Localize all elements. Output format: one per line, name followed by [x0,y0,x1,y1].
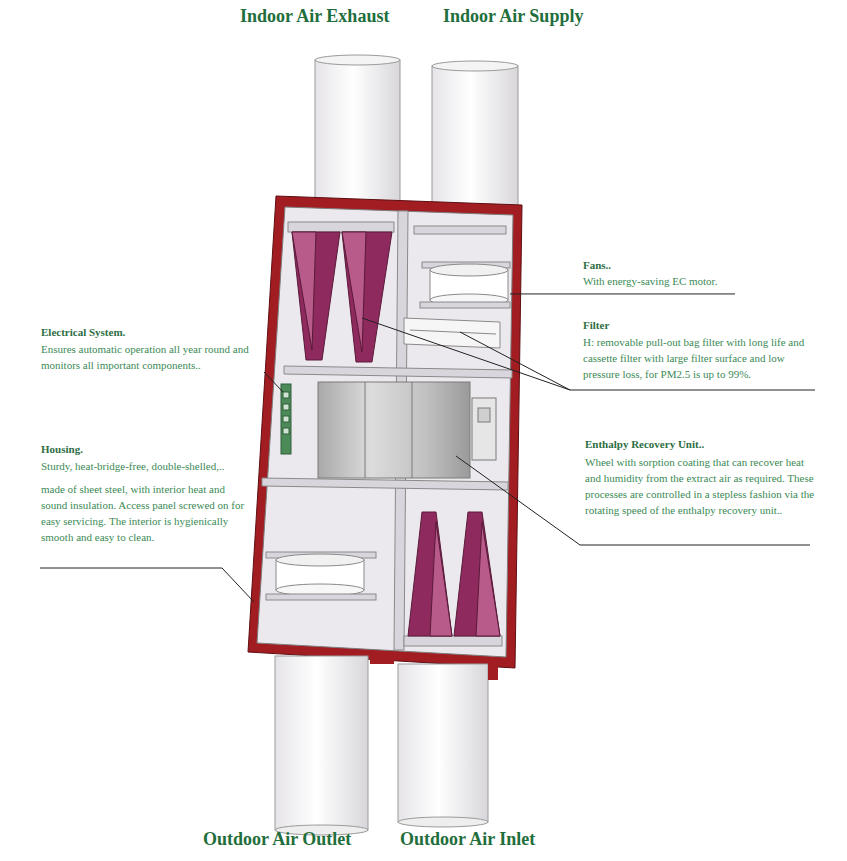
callout-heading: Electrical System. [41,325,261,340]
port-label: Indoor Air Exhaust [240,6,389,27]
callout-heading: Filter [583,318,819,333]
leader-line [264,372,283,392]
port-label: Outdoor Air Outlet [203,829,351,850]
chamber-divider [262,211,512,650]
callout-text: With energy-saving EC motor. [583,274,823,290]
port-label: Outdoor Air Inlet [400,829,535,850]
callout-heading: Enthalpy Recovery Unit.. [585,437,815,452]
housing-interior [257,207,513,657]
callout-text: Ensures automatic operation all year rou… [41,342,261,374]
leader-line [460,332,570,390]
fan [414,226,510,308]
electrical-board [281,384,291,454]
callout-underline [580,545,810,546]
callout-underline [40,568,222,569]
bag-filter [288,222,394,362]
callout-text: made of sheet steel, with interior heat … [41,482,246,546]
enthalpy-wheel [318,382,496,478]
fan [266,552,376,600]
mounting-bracket [370,654,498,680]
leader-line [456,456,580,545]
housing-frame [248,196,522,668]
callout-heading: Housing. [41,442,246,457]
cassette-filter [404,318,500,348]
leader-line [222,568,254,602]
port-label: Indoor Air Supply [443,6,583,27]
callout-underline [570,390,815,391]
callout-heading: Fans.. [583,258,823,273]
callout-underline [510,293,735,294]
duct [275,656,488,835]
duct [315,55,518,212]
callout-text: H: removable pull-out bag filter with lo… [583,335,819,383]
bag-filter [404,512,502,646]
leader-line [362,318,570,390]
callout-text: Wheel with sorption coating that can rec… [585,455,815,519]
callout-text: Sturdy, heat-bridge-free, double-shelled… [41,459,246,475]
